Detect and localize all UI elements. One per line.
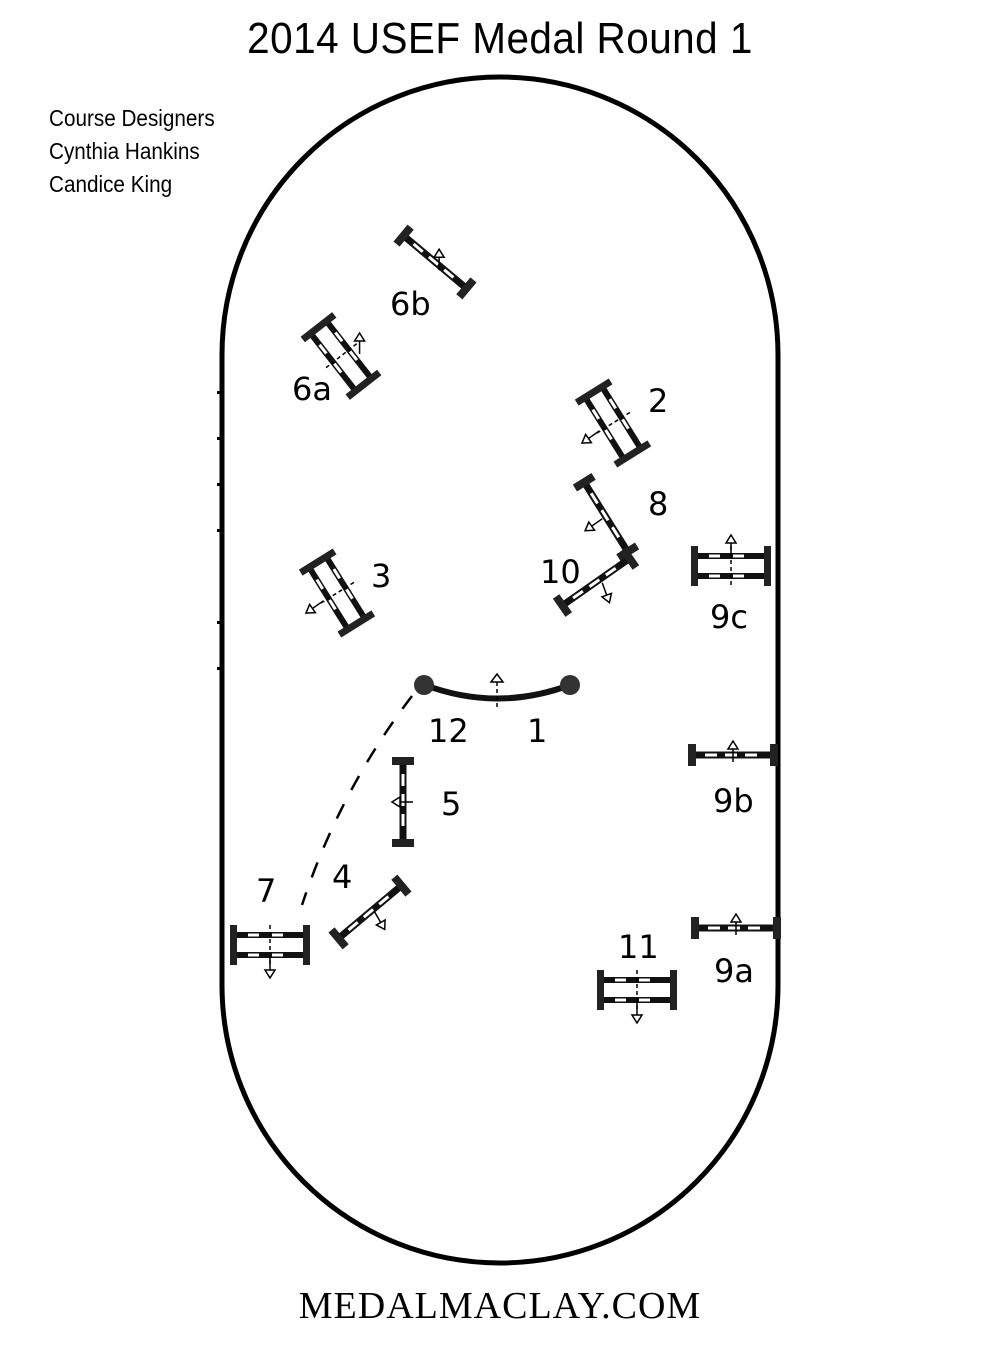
website-footer: MEDALMACLAY.COM xyxy=(298,1285,702,1327)
fence-1-12[interactable] xyxy=(414,672,580,710)
fence-label-12: 12 xyxy=(428,712,469,750)
arena-outline xyxy=(219,74,781,1266)
fence-label-4: 4 xyxy=(332,858,352,896)
fence-11[interactable] xyxy=(596,969,678,1024)
fence-label-11: 11 xyxy=(618,928,659,966)
fence-label-5: 5 xyxy=(441,785,461,823)
fence-label-7: 8 xyxy=(648,485,668,523)
fence-5[interactable] xyxy=(391,757,414,847)
fence-label-9b: 9b xyxy=(713,782,754,820)
fence-label-8: 7 xyxy=(256,872,276,910)
fence-label-9a: 9a xyxy=(714,952,754,990)
fence-9c[interactable] xyxy=(690,534,772,587)
fence-label-10: 10 xyxy=(540,553,581,591)
designers-heading: Course Designers xyxy=(49,105,215,131)
fence-2[interactable] xyxy=(557,377,652,478)
fence-label-3: 3 xyxy=(371,557,391,595)
fence-9a[interactable] xyxy=(691,913,781,939)
arena-ticks xyxy=(217,391,220,670)
course-title: 2014 USEF Medal Round 1 xyxy=(247,14,753,63)
fence-label-9c: 9c xyxy=(710,598,748,636)
track-line xyxy=(300,695,413,906)
designer-name: Cynthia Hankins xyxy=(49,138,200,164)
fence-3[interactable] xyxy=(281,547,376,648)
fence-8[interactable] xyxy=(229,924,311,979)
fence-label-2: 2 xyxy=(648,382,668,420)
fence-label-6a: 6a xyxy=(292,370,332,408)
course-designers: Course Designers Cynthia Hankins Candice… xyxy=(49,102,215,201)
designer-name: Candice King xyxy=(49,171,173,197)
fence-label-1: 1 xyxy=(527,712,547,750)
fence-9b[interactable] xyxy=(688,740,778,766)
fence-label-6b: 6b xyxy=(390,285,431,323)
